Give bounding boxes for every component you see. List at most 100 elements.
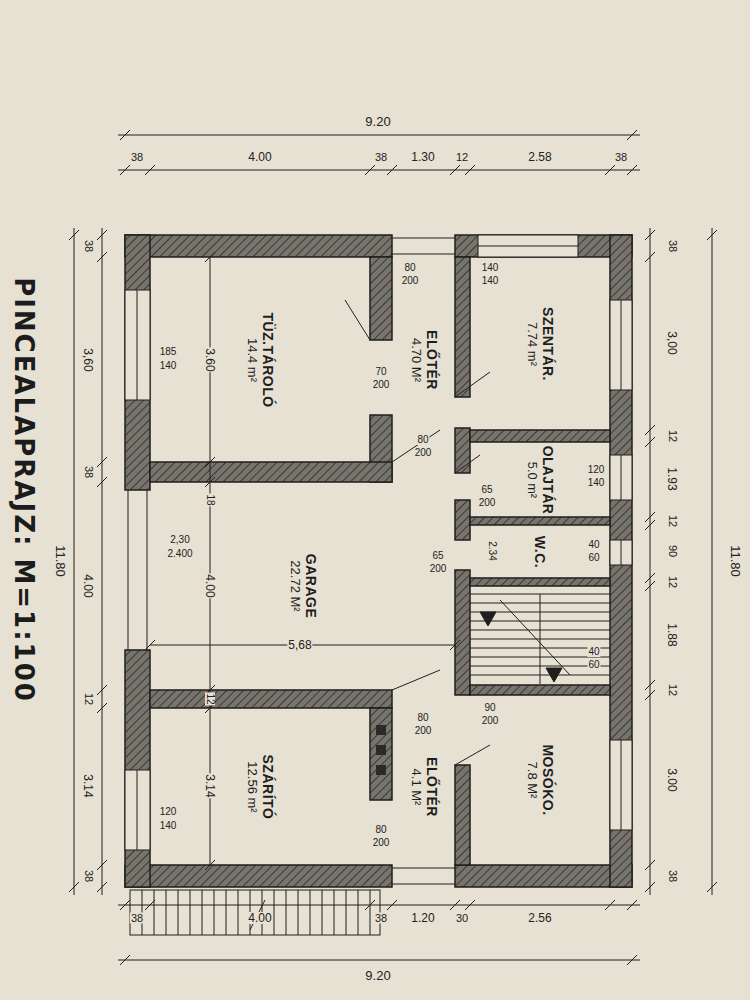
stair-step [298,890,299,935]
dimension-label: 2.56 [527,912,552,924]
stair-step [202,890,203,935]
dimension-tick [69,882,79,892]
stair-step [214,890,215,935]
dimension-tick [69,230,79,240]
dimension-tick [387,900,397,910]
stair-step [238,890,239,935]
dimension-label: 1.88 [666,622,678,647]
dimension-label: 140 [587,478,606,488]
dimension-label: 120 [587,465,606,475]
dimension-label: 90 [667,544,678,558]
room-name: SZENTÁR. [540,307,556,381]
dimension-label: 65 [480,485,493,495]
dimension-label: 1.93 [666,466,678,491]
dimension-label: 38 [83,465,94,479]
plan-title: PINCEALAPRAJZ: M=1:100 [9,277,39,703]
room-label-group: GARAGE22.72 M² [287,554,318,618]
room-area-value: 14.4 m² [245,312,260,407]
dimension-label: 38 [83,869,94,883]
dimension-tick [605,900,615,910]
dimension-label: 38 [83,239,94,253]
dimension-label: 38 [374,913,388,924]
dimension-tick [450,900,460,910]
stair-step [310,890,311,935]
dimension-tick [387,165,397,175]
dimension-label: 11.80 [729,544,742,578]
dimension-label: 12 [667,514,678,528]
dimension-label: 2.58 [527,151,552,163]
room-area-value: 4.1 M² [408,757,423,817]
dimension-label: 185 [159,347,178,357]
dimension-tick [605,165,615,175]
dimension-tick [120,165,130,175]
room-area-value: 22.72 M² [287,554,302,618]
dimension-label: 60 [587,660,600,670]
dimension-label: 65 [431,551,444,561]
room-area: ELŐTÉR4.70 M² [392,257,455,462]
room-area: GARAGE22.72 M² [150,482,455,690]
dimension-tick [627,900,637,910]
dimension-tick [645,680,655,690]
dimension-label: 2.34 [487,540,497,561]
stair-step [190,890,191,935]
dimension-tick [645,581,655,591]
dimension-tick [145,900,155,910]
room-label-group: SZÁRÍTÓ12.56 m² [245,754,276,819]
dimension-label: 60 [587,553,600,563]
dimension-label: 30 [455,913,469,924]
dimension-label: 11.80 [54,544,67,578]
room-name: OLAJTÁR [540,445,555,514]
dimension-tick [97,860,107,870]
room-name: W.C. [532,535,548,567]
dimension-label: 9.20 [364,969,391,982]
dimension-label: 4.00 [247,912,272,924]
walls [125,235,632,887]
dimension-lines [69,130,717,965]
stairs [130,594,610,935]
dimension-label: 12 [205,692,215,705]
dimension-label: 1.20 [410,912,435,924]
stair-step [166,890,167,935]
stair-arrow [480,612,496,626]
dimension-tick [205,477,215,487]
room-name: GARAGE [302,554,318,618]
room-area: TÜZ.TÁROLÓ14.4 m² [150,257,370,462]
dimension-tick [120,955,130,965]
stair-step [274,890,275,935]
room-label-group: ELŐTÉR4.1 M² [408,757,439,817]
dimension-label: 3.00 [666,767,678,792]
dimension-label: 200 [414,726,433,736]
room-area-value: 5.0 m² [525,445,540,514]
stair-step [322,890,323,935]
room-name: ELŐTÉR [423,330,439,390]
stair-line [500,600,570,675]
dimension-label: 80 [403,263,416,273]
dimension-tick [97,685,107,695]
dimension-label: 38 [614,152,628,163]
dimension-tick [707,230,717,240]
dimension-label: 18 [205,493,215,506]
dimension-label: 140 [481,276,500,286]
room-area-value: 7.8 M² [525,744,540,815]
dimension-label: 120 [159,807,178,817]
dimension-label: 40 [587,540,600,550]
dimension-label: 200 [372,838,391,848]
dimension-label: 140 [481,263,500,273]
dimension-tick [97,882,107,892]
room-label-group: OLAJTÁR5.0 m² [525,445,555,514]
dimension-label: 38 [130,152,144,163]
room-label-group: ELŐTÉR4.70 M² [408,330,439,390]
dimension-label: 70 [374,367,387,377]
dimension-tick [97,703,107,713]
dimension-label: 9.20 [364,115,391,128]
dimension-label: 200 [429,564,448,574]
dimension-tick [97,230,107,240]
room-area-value: 7.74 m² [525,307,540,381]
dimension-label: 12 [83,692,94,706]
dimension-tick [465,900,475,910]
room-area: SZÁRÍTÓ12.56 m² [150,708,370,865]
dimension-tick [97,477,107,487]
dimension-tick [645,425,655,435]
